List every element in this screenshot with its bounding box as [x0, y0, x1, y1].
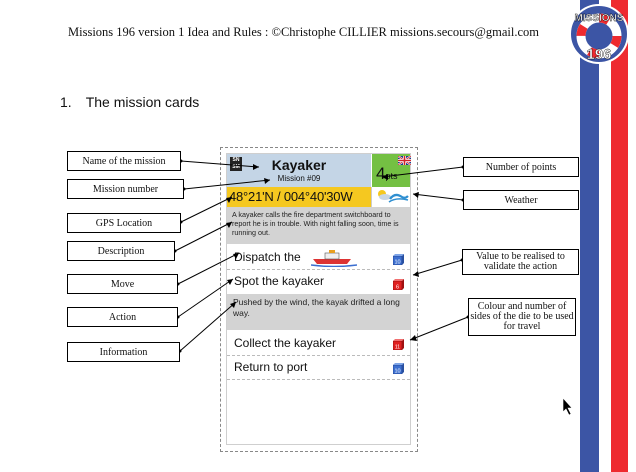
label-information: Information: [67, 342, 180, 362]
action-label: Return to port: [234, 360, 308, 374]
description-box: A kayaker calls the fire department swit…: [227, 207, 410, 244]
weather-box: [371, 187, 410, 207]
red-stripe: [611, 0, 628, 472]
action-row-move: Dispatch the 10: [227, 246, 410, 270]
uk-flag-icon: [398, 156, 411, 165]
label-number-of-points: Number of points: [463, 157, 579, 177]
svg-text:10: 10: [394, 260, 400, 266]
section-number: 1.: [60, 94, 72, 110]
die-icon-blue: 10: [393, 363, 404, 374]
svg-text:196: 196: [586, 46, 611, 63]
action-row-collect: Collect the kayaker 11: [227, 332, 410, 356]
points-box: 4pts: [371, 154, 411, 187]
points-value: 4: [376, 164, 386, 183]
information-text: Pushed by the wind, the kayak drifted a …: [233, 297, 400, 318]
gps-location: 48°21'N / 004°40'30W: [229, 189, 353, 204]
svg-text:11: 11: [395, 345, 400, 351]
header-line: Missions 196 version 1 Idea and Rules : …: [68, 25, 539, 39]
label-action: Action: [67, 307, 178, 327]
action-label: Spot the kayaker: [234, 274, 325, 288]
mission-number: Mission #09: [277, 174, 321, 183]
action-row-spot: Spot the kayaker 6: [227, 270, 410, 294]
label-die-colour-sides: Colour and number of sides of the die to…: [468, 298, 576, 336]
weather-sun-cloud-icon: [378, 190, 409, 203]
section-title: 1. The mission cards: [60, 94, 199, 110]
mission-name: Kayaker: [271, 157, 327, 173]
svg-text:10: 10: [394, 369, 400, 375]
label-mission-number: Mission number: [67, 179, 184, 199]
action-label: Dispatch the: [234, 250, 301, 264]
mission-card: SN SM Kayaker Mission #09 4pts 48°21'N /…: [226, 153, 411, 445]
label-description: Description: [67, 241, 175, 261]
section-title-text: The mission cards: [85, 94, 200, 110]
label-value-to-validate: Value to be realised to validate the act…: [462, 249, 579, 275]
blue-stripe: [580, 0, 599, 472]
svg-text:MISSIONS: MISSIONS: [575, 13, 624, 24]
label-weather: Weather: [463, 190, 579, 210]
information-box: Pushed by the wind, the kayak drifted a …: [227, 294, 410, 330]
label-gps-location: GPS Location: [67, 213, 181, 233]
action-row-return: Return to port 10: [227, 356, 410, 380]
mouse-cursor-icon: [562, 397, 573, 416]
card-cut-outline: [220, 147, 418, 452]
description-text: A kayaker calls the fire department swit…: [232, 210, 399, 237]
action-label: Collect the kayaker: [234, 336, 337, 350]
die-icon-blue: 10: [393, 254, 404, 265]
gps-box: 48°21'N / 004°40'30W: [227, 187, 371, 207]
snsm-logo: SN SM: [230, 157, 242, 171]
die-icon-red: 6: [393, 279, 404, 290]
card-title-area: SN SM Kayaker Mission #09: [227, 154, 371, 187]
label-move: Move: [67, 274, 178, 294]
lifeboat-icon: [311, 250, 357, 267]
missions-196-logo: MISSIONS 196: [568, 3, 630, 65]
white-stripe: [599, 0, 611, 472]
label-name-of-mission: Name of the mission: [67, 151, 181, 171]
svg-text:6: 6: [396, 285, 399, 291]
die-icon-red: 11: [393, 339, 404, 350]
